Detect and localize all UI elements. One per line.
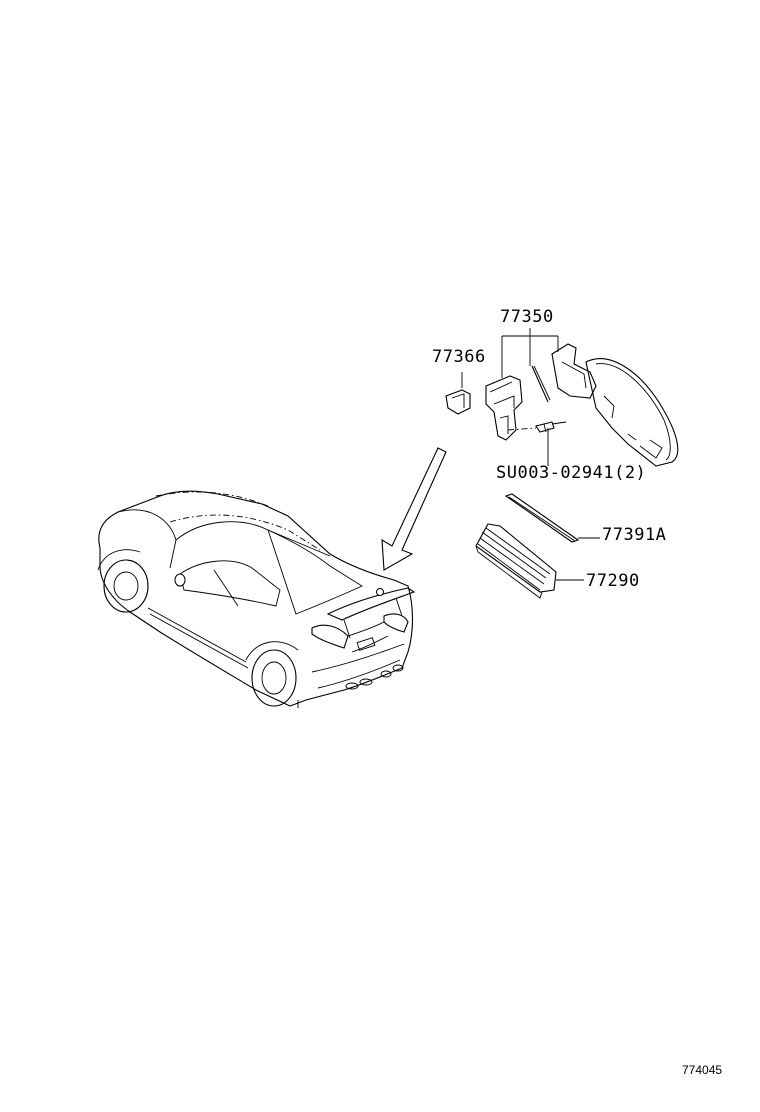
label-su003-02941: SU003-02941(2) (496, 463, 646, 483)
label-77350: 77350 (500, 307, 554, 327)
bracket-part-icon (485, 375, 537, 441)
leader-lines (501, 328, 600, 581)
figure-code: 774045 (682, 1063, 722, 1077)
rear-spoiler-part-icon (551, 343, 679, 467)
car-rear-view-icon (97, 490, 416, 708)
label-77391a: 77391A (602, 525, 666, 545)
label-77366: 77366 (432, 347, 486, 367)
clip-part-icon (445, 372, 471, 415)
screw-part-icon (535, 421, 567, 433)
seal-strip-part-icon (504, 493, 580, 543)
ribbed-pad-part-icon (475, 523, 557, 599)
rod-part-icon (531, 365, 551, 403)
label-77290: 77290 (586, 571, 640, 591)
direction-arrow-icon (381, 447, 447, 571)
